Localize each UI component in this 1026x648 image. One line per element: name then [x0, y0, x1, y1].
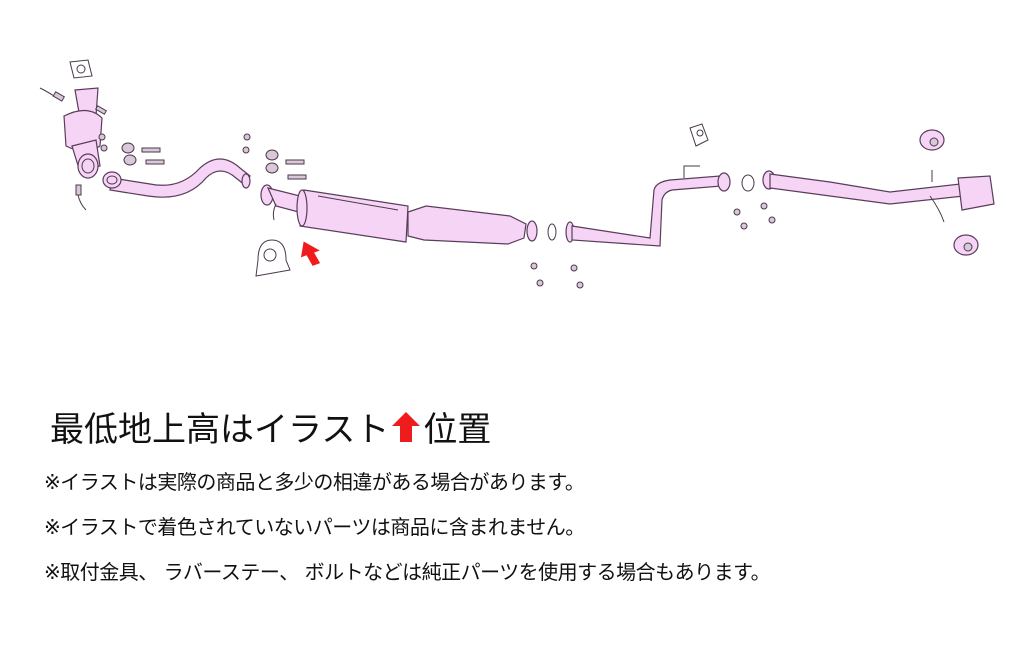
center-bolts: [530, 202, 776, 289]
exhaust-diagram: .p { fill: #f6d4f6; stroke: #5a3d5a; str…: [39, 59, 995, 289]
rear-pipe: [762, 170, 995, 223]
front-pipe: [102, 158, 251, 198]
center-pipe: [565, 165, 731, 247]
caption-title-before: 最低地上高はイラスト: [50, 410, 390, 450]
note-genuine-parts: ※取付金具、 ラバーステー、 ボルトなどは純正パーツを使用する場合もあります。: [44, 560, 771, 584]
mid-gasket: [547, 223, 557, 241]
ground-clearance-caption: 最低地上高はイラスト 位置: [50, 402, 491, 451]
front-rubber-hanger: [255, 239, 291, 277]
center-muffler: [260, 184, 409, 243]
o2-sensor-top: [39, 87, 66, 102]
front-hardware: [94, 105, 165, 166]
rubber-hangers: [919, 129, 979, 256]
mid-hardware: [242, 133, 307, 180]
o2-sensor-bottom: [75, 184, 87, 211]
caption-title-after: 位置: [423, 410, 492, 450]
resonator: [407, 205, 538, 245]
hanger-bracket: [689, 123, 709, 147]
rear-gasket: [741, 174, 755, 192]
note-illustration-difference: ※イラストは実際の商品と多少の相違がある場合があります。: [44, 470, 585, 494]
note-uncolored-parts: ※イラストで着色されていないパーツは商品に含まれません。: [44, 515, 585, 539]
ground-clearance-arrow-icon: [300, 241, 321, 266]
red-up-arrow-icon: [392, 411, 421, 442]
catalytic-converter: [63, 59, 103, 179]
